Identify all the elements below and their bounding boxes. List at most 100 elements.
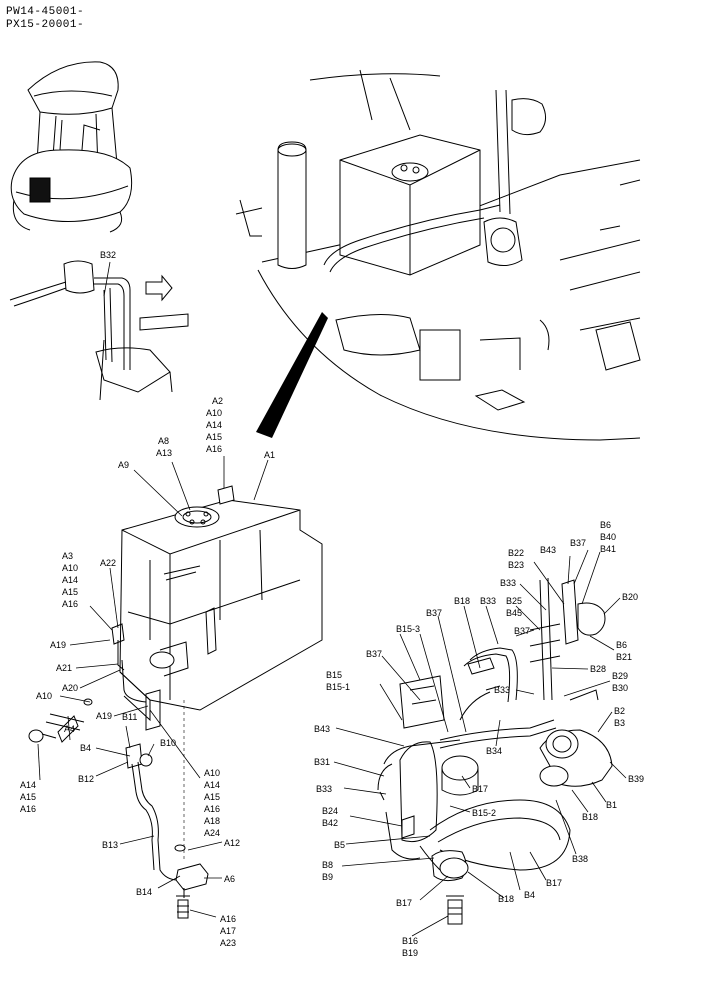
callout-b33-top: B33 [500,578,516,588]
callout-b11: B11 [122,712,137,722]
callout-b17-top: B17 [472,784,488,794]
callout-b38: B38 [572,854,588,864]
callout-b30: B30 [612,683,628,693]
callout-b17-right: B17 [546,878,562,888]
serial-range-line-1: PW14-45001- [6,6,85,18]
hose-assembly-illustration [377,577,613,925]
callout-b22-line-2: B23 [508,560,524,570]
callout-b6-line-2: B40 [600,532,616,542]
callout-b9: B9 [322,872,333,882]
fuel-tank-illustration [28,485,323,919]
callout-a19-lower: A19 [96,711,112,721]
callout-b20: B20 [622,592,638,602]
callout-a9: A9 [118,460,129,470]
callout-b6-lower: B6 [616,640,627,650]
callout-b15-2: B15-2 [472,808,496,818]
callout-a14-line-1: A14 [20,780,36,790]
callout-b34: B34 [486,746,502,756]
callout-a16-line-1: A16 [220,914,236,924]
callout-b37-right: B37 [514,626,530,636]
callout-labels: B32 A2 A10 A14 A15 A16 A8 A13 A9 A1 A22 … [20,250,644,958]
callout-a20: A20 [62,683,78,693]
callout-b28: B28 [590,664,606,674]
callout-a2-line-1: A2 [212,396,223,406]
callout-b4-right: B4 [524,890,535,900]
callout-a16-line-2: A17 [220,926,236,936]
callout-a19-upper: A19 [50,640,66,650]
callout-b1: B1 [606,800,617,810]
callout-a21: A21 [56,663,72,673]
callout-b25-line-1: B25 [506,596,522,606]
detail-inset-illustration [9,260,189,401]
callout-b6-line-3: B41 [600,544,616,554]
callout-b10: B10 [160,738,176,748]
callout-a2-line-4: A15 [206,432,222,442]
callout-a3-line-2: A10 [62,563,78,573]
callout-b15-3: B15-3 [396,624,420,634]
callout-b39: B39 [628,774,644,784]
serial-range-line-2: PX15-20001- [6,19,85,31]
callout-b31: B31 [314,757,330,767]
callout-a10: A10 [36,691,52,701]
callout-a3-line-5: A16 [62,599,78,609]
callout-b21: B21 [616,652,632,662]
callout-a3-line-1: A3 [62,551,73,561]
callout-b16: B16 [402,936,418,946]
chassis-illustration [235,69,641,441]
callout-a14-line-2: A15 [20,792,36,802]
callout-b18-bottom: B18 [498,894,514,904]
callout-b37-top: B37 [570,538,586,548]
callout-b18-right: B18 [582,812,598,822]
callout-b29: B29 [612,671,628,681]
callout-b33-upper: B33 [480,596,496,606]
callout-a2-line-3: A14 [206,420,222,430]
callout-a16-line-3: A23 [220,938,236,948]
callout-b33-left: B33 [316,784,332,794]
callout-a8-line-1: A8 [158,436,169,446]
callout-b8: B8 [322,860,333,870]
detail-pointer-arrow [256,312,328,438]
callout-b15-1: B15-1 [326,682,350,692]
callout-b13: B13 [102,840,118,850]
callout-a10-line-6: A24 [204,828,220,838]
callout-a6: A6 [224,874,235,884]
callout-b3: B3 [614,718,625,728]
callout-b37-left: B37 [366,649,382,659]
callout-a10-line-3: A15 [204,792,220,802]
callout-b42: B42 [322,818,338,828]
callout-a10-line-1: A10 [204,768,220,778]
callout-a4: A4 [64,724,75,734]
callout-a22: A22 [100,558,116,568]
machine-overview-illustration [10,61,133,233]
callout-b22-line-1: B22 [508,548,524,558]
callout-b5: B5 [334,840,345,850]
callout-b18-top: B18 [454,596,470,606]
callout-a2-line-5: A16 [206,444,222,454]
leader-lines [37,261,627,937]
callout-a14-line-3: A16 [20,804,36,814]
callout-b12: B12 [78,774,94,784]
callout-b25-line-2: B45 [506,608,522,618]
callout-a10-line-2: A14 [204,780,220,790]
callout-b19: B19 [402,948,418,958]
callout-a1: A1 [264,450,275,460]
callout-b4-left: B4 [80,743,91,753]
callout-a10-line-4: A16 [204,804,220,814]
callout-b33-mid: B33 [494,685,510,695]
callout-b17-bottom: B17 [396,898,412,908]
callout-b14: B14 [136,887,152,897]
callout-a12: A12 [224,838,240,848]
callout-a3-line-3: A14 [62,575,78,585]
callout-b2: B2 [614,706,625,716]
callout-b6-line-1: B6 [600,520,611,530]
callout-b43-top: B43 [540,545,556,555]
callout-b37-mid: B37 [426,608,442,618]
callout-b24: B24 [322,806,338,816]
callout-b32: B32 [100,250,116,260]
callout-a10-line-5: A18 [204,816,220,826]
callout-b15: B15 [326,670,342,680]
callout-a8-line-2: A13 [156,448,172,458]
callout-b43-left: B43 [314,724,330,734]
